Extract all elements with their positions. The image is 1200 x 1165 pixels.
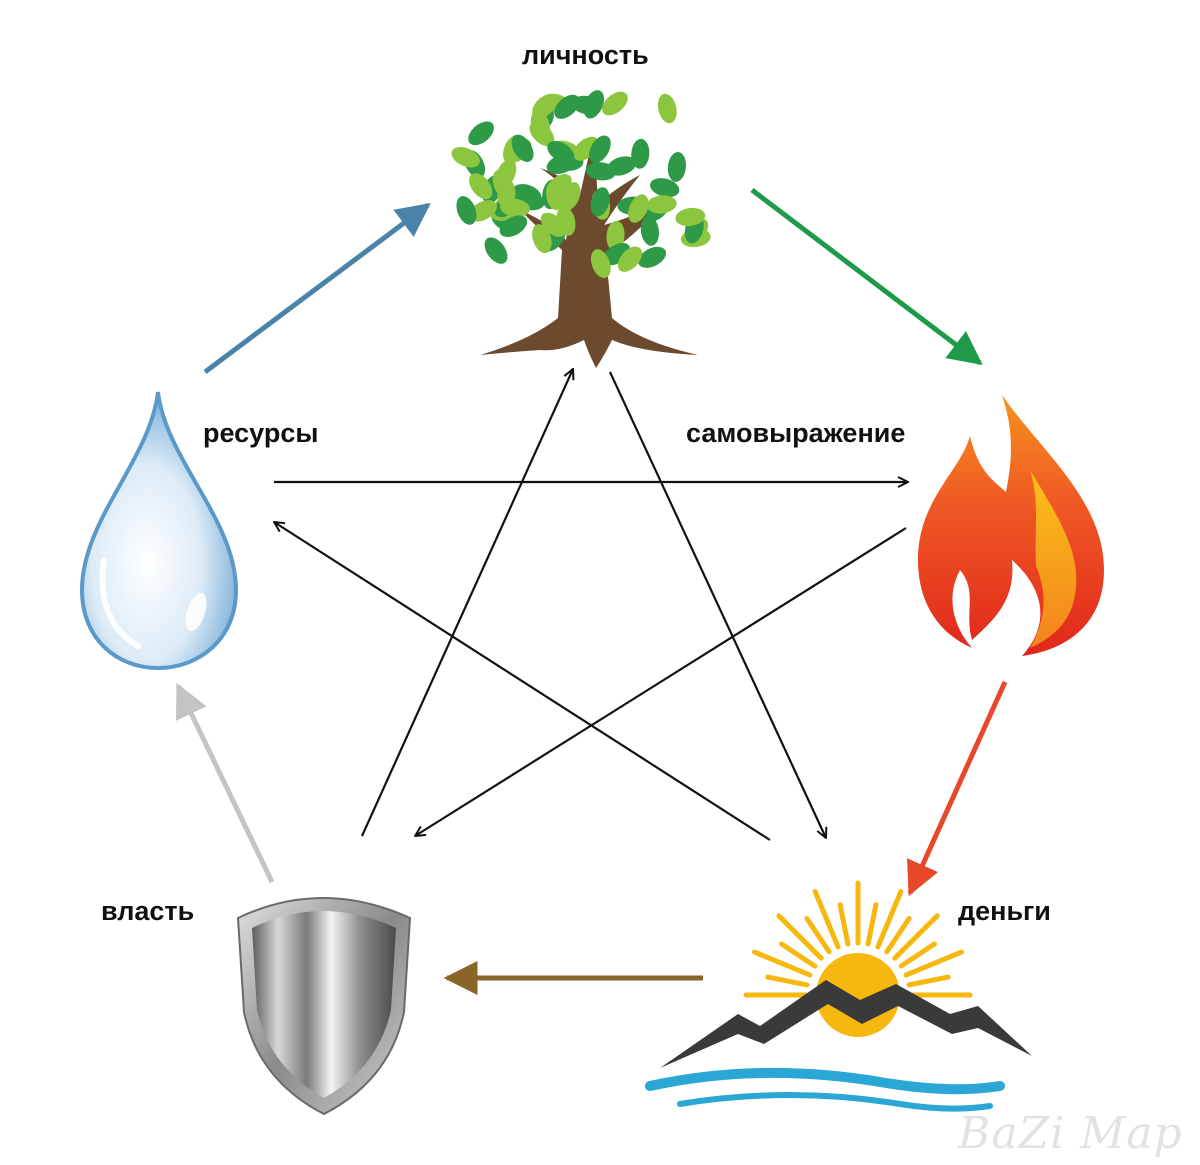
sun-ray — [906, 974, 951, 988]
tree-icon — [451, 90, 711, 368]
tree-leaf — [546, 180, 565, 211]
arrow-metal-to-wood — [360, 369, 573, 837]
tree-leaf — [556, 206, 576, 236]
tree-leaf — [492, 169, 513, 199]
arrow-earth-to-water — [274, 522, 771, 841]
sun-ray — [804, 916, 832, 955]
tree-leaf — [602, 91, 628, 116]
tree-leaf — [585, 162, 616, 181]
sun-ray — [865, 902, 879, 947]
tree-leaf — [646, 195, 677, 214]
shield-icon — [236, 897, 412, 1116]
tree-leaf — [547, 140, 575, 164]
tree-leaf — [500, 198, 530, 217]
sun-ray — [875, 889, 904, 950]
tree-leaf — [499, 215, 528, 238]
sun-ray — [898, 941, 937, 969]
sun-ray — [752, 949, 813, 978]
sun-ray — [779, 941, 818, 969]
tree-leaf — [638, 246, 667, 268]
tree-leaf — [468, 121, 494, 146]
tree-leaf — [456, 196, 477, 225]
tree-leaf — [667, 151, 686, 182]
arrow-fire-to-earth — [907, 680, 1008, 897]
label-fire: самовыражение — [686, 418, 906, 448]
arrow-wood-to-earth — [609, 371, 826, 838]
sun-ray — [837, 902, 851, 947]
watermark-logo: BaZi Map — [958, 1108, 1183, 1159]
generating-cycle-arrows — [175, 188, 1008, 995]
sun-ray — [776, 913, 824, 961]
tree-leaf — [589, 135, 611, 163]
tree-leaf — [451, 146, 480, 168]
water-drop-icon — [79, 391, 239, 671]
tree-leaf — [560, 182, 581, 211]
label-metal: власть — [101, 896, 195, 926]
sun-ray — [765, 974, 810, 988]
tree-leaf — [650, 178, 680, 198]
tree-leaf — [628, 194, 649, 223]
tree-leaf — [640, 215, 660, 246]
arrow-wood-to-fire — [750, 188, 983, 366]
sun-ray — [812, 889, 841, 950]
tree-leaf — [590, 249, 611, 279]
controlling-cycle-arrows — [274, 369, 908, 841]
sun-ray — [884, 916, 912, 955]
tree-leaf — [529, 121, 555, 147]
label-water: ресурсы — [203, 418, 319, 448]
sun-mountain-icon — [645, 880, 1032, 1112]
tree-leaf — [484, 237, 508, 264]
arrow-water-to-wood — [203, 202, 431, 375]
flame-icon — [918, 395, 1104, 656]
label-wood: личность — [522, 40, 649, 70]
sun-ray — [892, 913, 940, 961]
sun-ray — [903, 949, 964, 978]
tree-leaf — [590, 187, 610, 217]
tree-leaf — [657, 93, 677, 124]
tree-leaf — [617, 246, 642, 272]
tree-leaf — [532, 224, 552, 254]
arrow-fire-to-metal — [415, 527, 907, 836]
arrow-metal-to-water — [175, 682, 275, 884]
tree-leaf — [469, 173, 493, 200]
tree-leaf — [675, 207, 706, 227]
tree-leaf — [554, 94, 580, 119]
label-earth: деньги — [958, 896, 1051, 926]
tree-leaf — [511, 134, 534, 162]
